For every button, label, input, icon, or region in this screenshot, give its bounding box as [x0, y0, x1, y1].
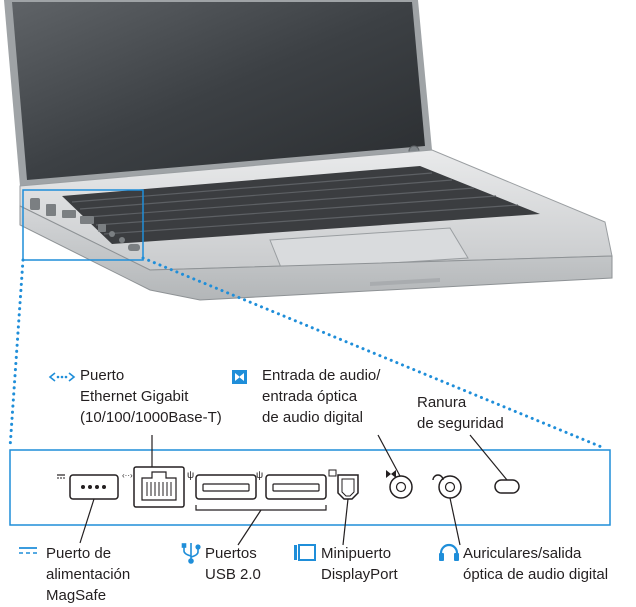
- laptop-side-edge: [19, 205, 613, 301]
- displayport-icon: [294, 544, 316, 561]
- keyboard-rows: [71, 172, 519, 235]
- leader-lines: [79, 434, 508, 546]
- svg-text:‹··›: ‹··›: [122, 471, 133, 480]
- audio-in-port: [389, 475, 413, 499]
- callout-dotted-lines: [8, 256, 606, 450]
- displayport-label: Minipuerto DisplayPort: [321, 545, 398, 583]
- ports-panel-contents: [69, 466, 520, 511]
- svg-text:ψ: ψ: [187, 470, 194, 481]
- ports-panel: [9, 449, 611, 526]
- laptop-screen: [12, 2, 425, 180]
- audio-in-icon: [232, 370, 247, 384]
- port-symbols: ‹··› ψ ψ: [57, 469, 444, 481]
- usb-icon: [181, 543, 201, 564]
- front-notch: [370, 278, 440, 286]
- usb-port-1: [195, 474, 257, 500]
- label-icons: [19, 370, 459, 564]
- ethernet-icon: [48, 372, 76, 382]
- usb-label: Puertos USB 2.0: [205, 545, 261, 583]
- security-slot-label: Ranura de seguridad: [417, 394, 504, 432]
- ethernet-label: Puerto Ethernet Gigabit (10/100/1000Base…: [80, 367, 222, 426]
- laptop-illustration: [4, 0, 613, 301]
- ports-highlight-box: [22, 189, 144, 261]
- dc-power-icon: [19, 547, 37, 554]
- audio-in-label: Entrada de audio/ entrada óptica de audi…: [262, 367, 381, 426]
- trackpad: [269, 227, 469, 271]
- ethernet-port: [133, 466, 185, 508]
- svg-text:ψ: ψ: [256, 470, 263, 481]
- headphones-icon: [439, 543, 459, 561]
- keyboard: [62, 166, 540, 244]
- displayport-port: [337, 474, 359, 500]
- usb-port-2: [265, 474, 327, 500]
- magsafe-label: Puerto de alimentación MagSafe: [46, 545, 131, 604]
- side-ports: [30, 198, 140, 251]
- headphones-label: Auriculares/salida óptica de audio digit…: [463, 545, 609, 583]
